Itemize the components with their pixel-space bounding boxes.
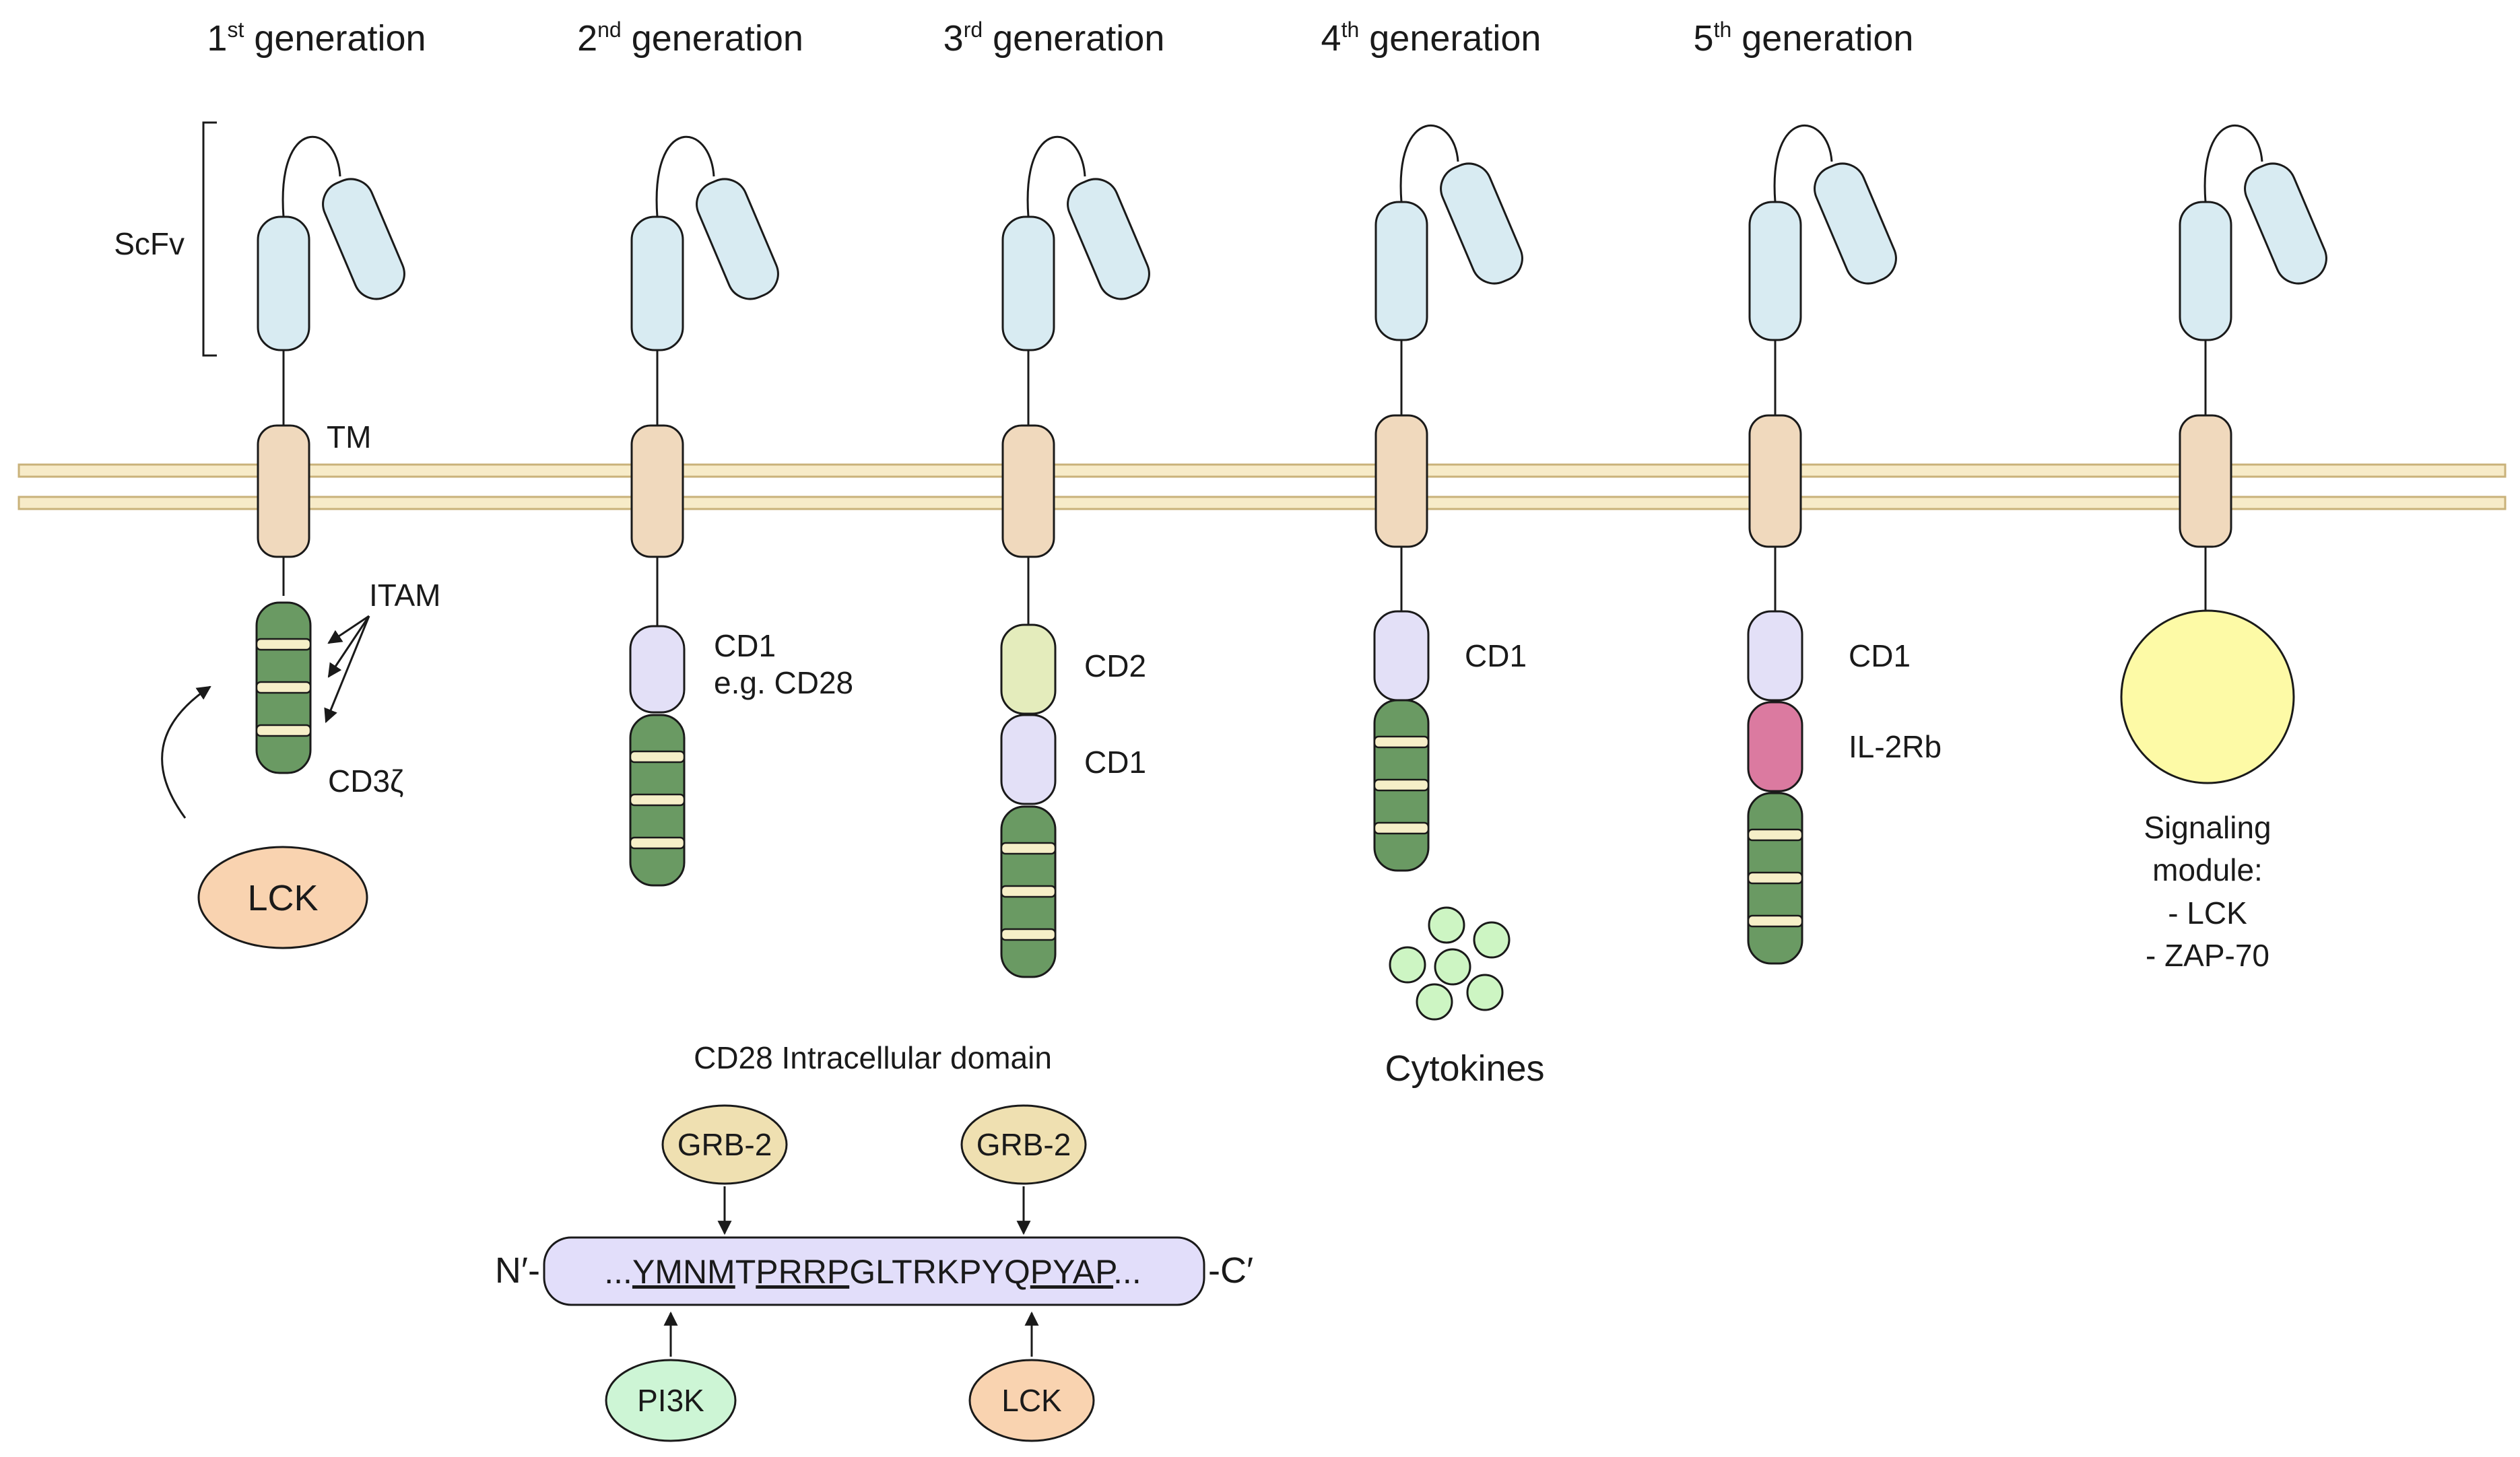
gen3-tm-domain: [1001, 424, 1055, 558]
gen5-cd1-domain: [1747, 610, 1803, 702]
scfv-label: ScFv: [114, 226, 185, 261]
gen2-scfv-vl: [696, 178, 779, 300]
pi3k-label: PI3K: [637, 1383, 704, 1418]
gen2-tm-domain: [630, 424, 684, 558]
gen3-scfv-vh: [1001, 215, 1055, 351]
gen2-cd1-label: CD1: [714, 628, 776, 663]
sm-scfv-vl: [2244, 162, 2327, 285]
gen4-title: 4th generation: [1321, 18, 1541, 59]
signaling-module-circle: [2120, 609, 2295, 784]
cytokine: [1473, 921, 1511, 959]
gen3-cd2-label: CD2: [1084, 648, 1146, 683]
generation-titles: 1st generation 2nd generation 3rd genera…: [207, 18, 1913, 59]
cytokine: [1466, 974, 1504, 1011]
lck-phosphorylation-arrow: [161, 685, 211, 819]
gen1-lck-node: [197, 846, 368, 949]
cytokines-label: Cytokines: [1385, 1048, 1544, 1089]
gen1-tm-domain: [257, 424, 310, 558]
signaling-module-receptor: Signaling module: - LCK - ZAP-70: [2120, 124, 2327, 973]
gen4-receptor: CD1 Cytokines: [1373, 124, 1545, 1089]
gen1-scfv-vh: [257, 215, 310, 351]
gen1-scfv-vl: [322, 178, 405, 300]
gen2-example-label: e.g. CD28: [714, 665, 853, 700]
cd28-lck-node: [968, 1359, 1095, 1442]
gen4-scfv-vh: [1374, 201, 1428, 341]
scfv-bracket: ScFv: [114, 121, 217, 357]
cytokine: [1434, 948, 1471, 986]
cd28-intracellular-panel: CD28 Intracellular domain GRB-2 GRB-2 N′…: [495, 1040, 1253, 1442]
signaling-item-zap70: - ZAP-70: [2146, 938, 2269, 973]
gen4-cd1-label: CD1: [1465, 638, 1527, 673]
cd28-sequence: ...YMNMTPRRPGLTRKPYQPYAP...: [604, 1253, 1141, 1291]
grb2-left-node: [661, 1104, 788, 1185]
grb2-right-node: [960, 1104, 1087, 1185]
cytokine: [1428, 906, 1465, 944]
gen3-cd1-domain: [1000, 714, 1057, 805]
gen1-lck-label: LCK: [247, 878, 318, 918]
sm-scfv-vh: [2179, 201, 2232, 341]
cytokine-cluster: [1389, 906, 1511, 1021]
cd28-sequence-box: [543, 1236, 1205, 1306]
cytokine: [1416, 983, 1453, 1021]
cell-membrane: [18, 463, 2507, 510]
gen4-cd3z-domain: [1373, 699, 1430, 872]
gen2-title: 2nd generation: [577, 18, 803, 59]
tm-label: TM: [327, 419, 371, 454]
gen3-cd1-label: CD1: [1084, 745, 1146, 780]
gen1-cd3z-domain: [255, 601, 312, 774]
grb2-left-label: GRB-2: [677, 1127, 772, 1162]
cytokine: [1389, 946, 1426, 984]
signaling-title-line1: Signaling: [2144, 810, 2271, 845]
grb2-right-label: GRB-2: [976, 1127, 1071, 1162]
gen4-scfv-vl: [1440, 162, 1523, 285]
gen2-cd1-domain: [629, 625, 686, 714]
gen5-cd3z-domain: [1747, 792, 1803, 965]
gen2-scfv-vh: [630, 215, 684, 351]
gen5-title: 5th generation: [1694, 18, 1914, 59]
c-terminus-label: -C′: [1208, 1250, 1253, 1291]
gen2-cd3z-domain: [629, 714, 686, 887]
gen2-receptor: CD1 e.g. CD28: [629, 135, 853, 887]
gen5-scfv-vh: [1748, 201, 1802, 341]
gen5-scfv-vl: [1814, 162, 1897, 285]
gen4-cd1-domain: [1373, 610, 1430, 702]
gen5-cd1-label: CD1: [1849, 638, 1911, 673]
signaling-item-lck: - LCK: [2168, 895, 2247, 930]
signaling-title-line2: module:: [2152, 852, 2263, 887]
il2rb-label: IL-2Rb: [1849, 729, 1942, 764]
gen3-scfv-vl: [1067, 178, 1150, 300]
gen5-receptor: CD1 IL-2Rb: [1747, 124, 1942, 965]
gen3-receptor: CD2 CD1: [1000, 135, 1150, 978]
cd28-panel-title: CD28 Intracellular domain: [694, 1040, 1052, 1075]
sm-tm-domain: [2179, 414, 2232, 548]
gen3-title: 3rd generation: [943, 18, 1165, 59]
gen5-il2rb-domain: [1747, 701, 1803, 792]
gen1-receptor: TM ITAM CD3ζ LCK: [161, 135, 440, 949]
pi3k-node: [605, 1359, 737, 1442]
n-terminus-label: N′-: [495, 1250, 540, 1291]
gen3-cd3z-domain: [1000, 805, 1057, 978]
cd28-lck-label: LCK: [1001, 1383, 1062, 1418]
gen1-title: 1st generation: [207, 18, 426, 59]
gen5-tm-domain: [1748, 414, 1802, 548]
itam-label: ITAM: [369, 578, 440, 613]
gen3-cd2-domain: [1000, 623, 1057, 715]
gen4-tm-domain: [1374, 414, 1428, 548]
cd3z-label: CD3ζ: [328, 764, 403, 799]
